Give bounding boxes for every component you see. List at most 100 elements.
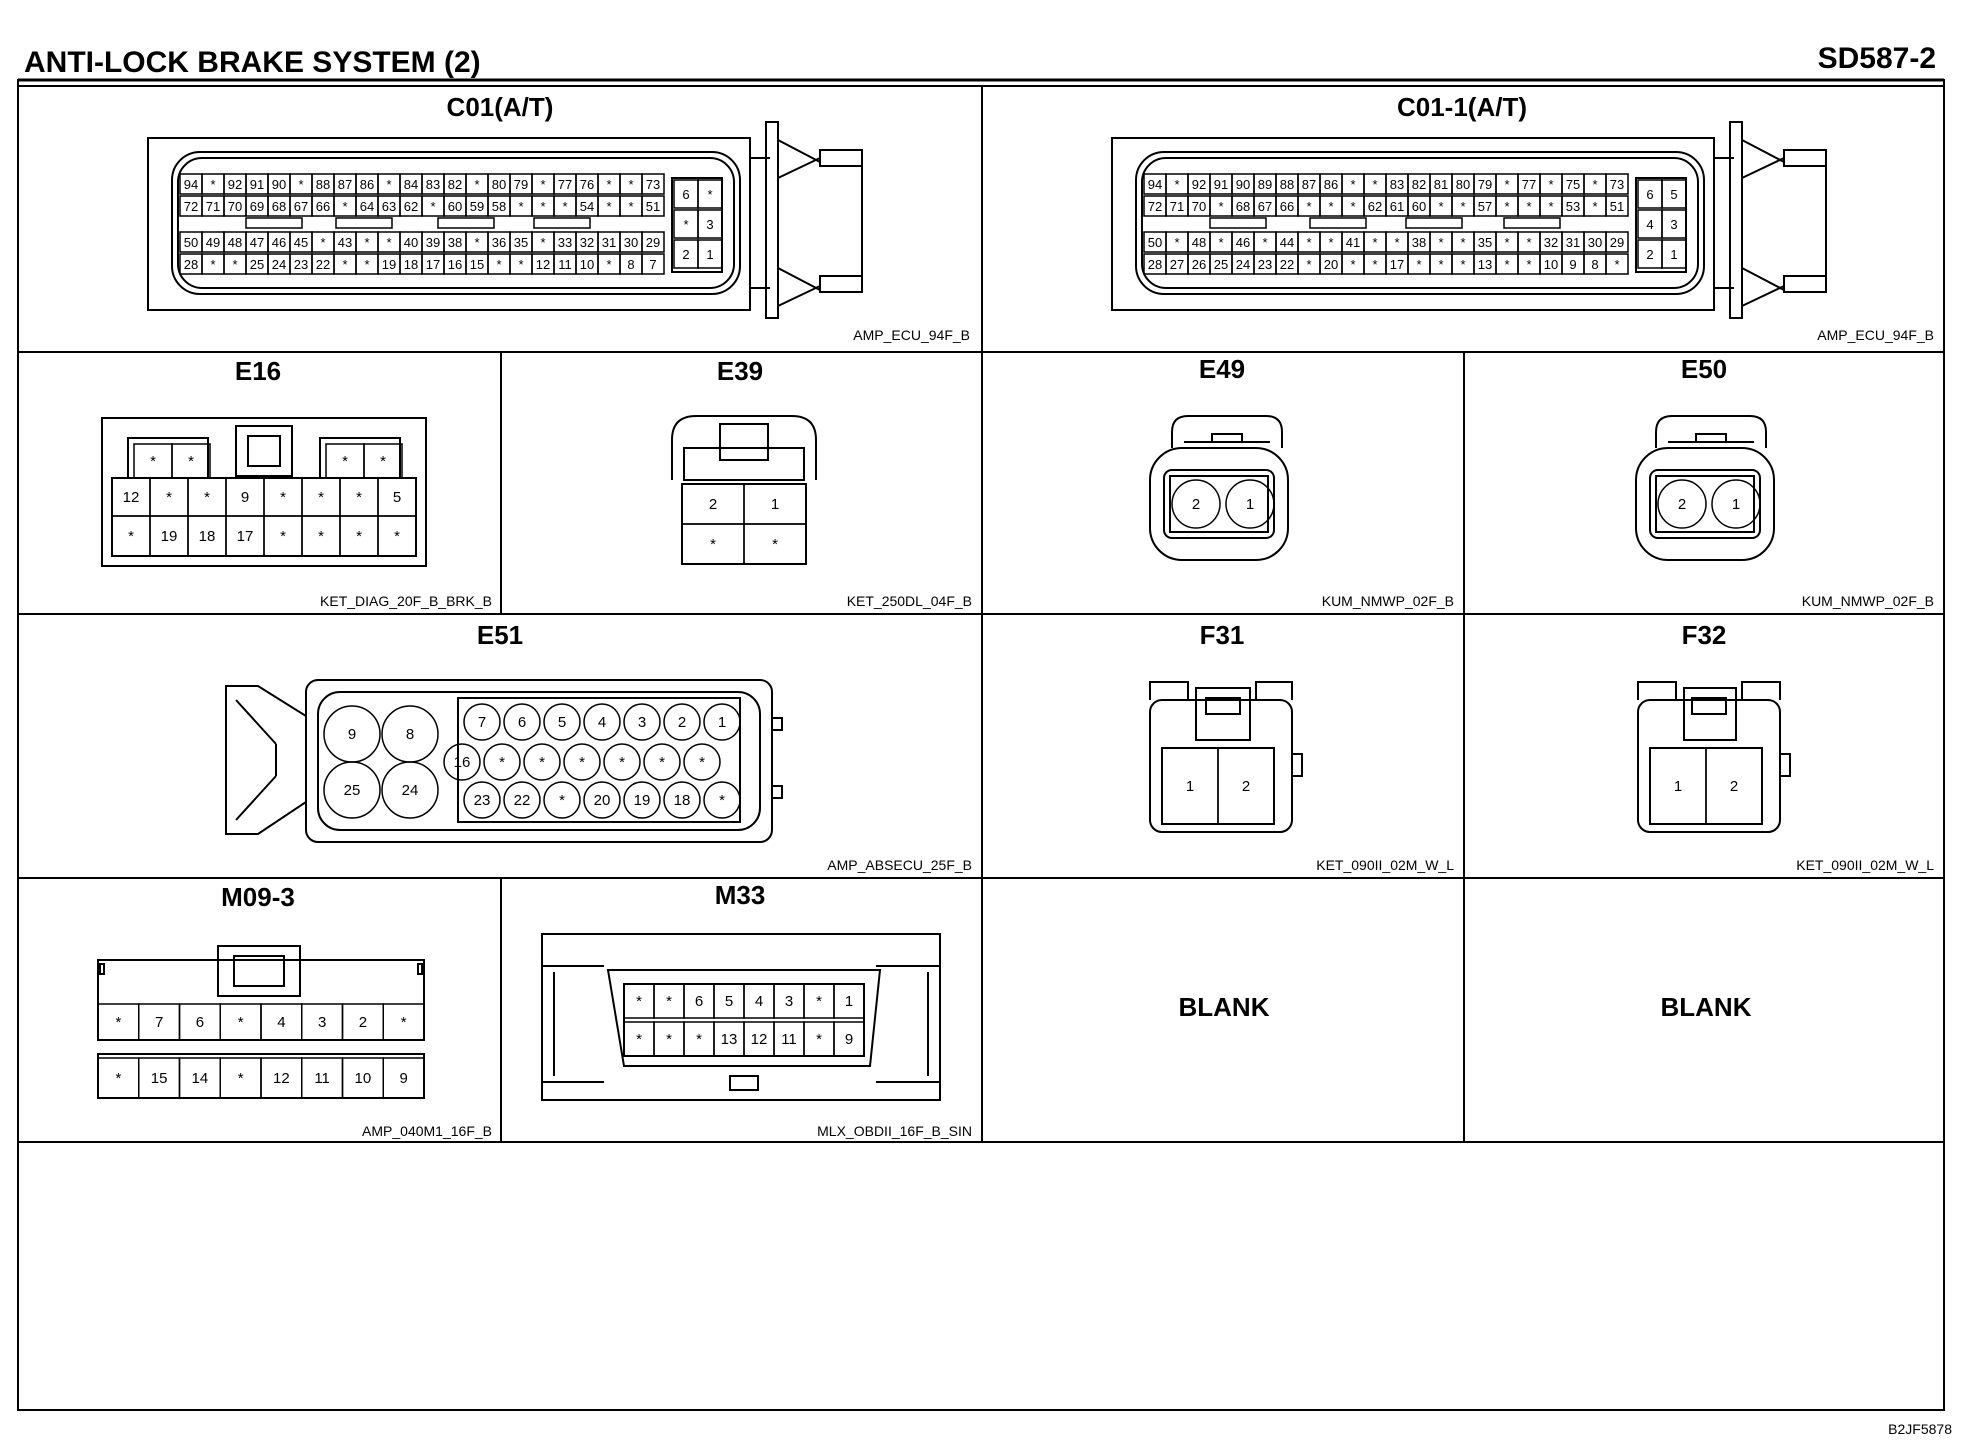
pin-label: * bbox=[559, 792, 565, 809]
pin-label: * bbox=[342, 199, 347, 214]
pin-cell bbox=[1661, 239, 1687, 269]
pin-label: * bbox=[401, 1014, 407, 1031]
pin-label: * bbox=[816, 993, 822, 1010]
pin-cell bbox=[1661, 209, 1687, 239]
pin-label: 38 bbox=[448, 235, 462, 250]
pin-label: * bbox=[496, 257, 501, 272]
blank-cell-label: BLANK bbox=[1179, 992, 1270, 1022]
pin-cell bbox=[377, 515, 417, 557]
connector-title: E49 bbox=[1199, 354, 1245, 384]
pin-label: 11 bbox=[558, 257, 572, 272]
pin-label: * bbox=[696, 1031, 702, 1048]
pin-label: 83 bbox=[1390, 177, 1404, 192]
pin-label: * bbox=[539, 754, 545, 771]
pin-cavity bbox=[463, 781, 501, 819]
key-slot bbox=[1209, 217, 1267, 229]
pin-label: * bbox=[562, 199, 567, 214]
pin-label: * bbox=[710, 536, 716, 553]
pin-label: 48 bbox=[228, 235, 242, 250]
pin-label: 50 bbox=[184, 235, 198, 250]
pin-label: 10 bbox=[580, 257, 594, 272]
pin-label: * bbox=[280, 528, 286, 545]
pin-cavity bbox=[381, 761, 439, 819]
key-slot bbox=[437, 217, 495, 229]
pin-cell bbox=[697, 209, 723, 239]
pin-label: 1 bbox=[845, 993, 853, 1010]
pin-cell bbox=[833, 1021, 865, 1057]
pin-label: * bbox=[320, 235, 325, 250]
pin-label: 2 bbox=[1242, 778, 1250, 795]
pin-label: 12 bbox=[273, 1070, 290, 1087]
connector-code: KET_DIAG_20F_B_BRK_B bbox=[320, 593, 492, 609]
pin-cell bbox=[743, 523, 807, 565]
pin-label: * bbox=[430, 199, 435, 214]
pin-label: * bbox=[606, 177, 611, 192]
pin-label: * bbox=[364, 235, 369, 250]
pin-label: * bbox=[394, 528, 400, 545]
pin-label: 8 bbox=[406, 726, 414, 743]
pin-label: 92 bbox=[1192, 177, 1206, 192]
pin-label: 4 bbox=[598, 714, 606, 731]
pin-label: 24 bbox=[1236, 257, 1250, 272]
pin-label: 11 bbox=[781, 1031, 797, 1048]
pin-label: * bbox=[666, 993, 672, 1010]
connector-title: E16 bbox=[235, 356, 281, 386]
pin-label: * bbox=[518, 199, 523, 214]
pin-label: 1 bbox=[706, 247, 713, 262]
pin-cavity bbox=[443, 743, 481, 781]
pin-label: 94 bbox=[1148, 177, 1162, 192]
pin-cavity bbox=[583, 703, 621, 741]
pin-label: * bbox=[1328, 235, 1333, 250]
pin-label: 62 bbox=[1368, 199, 1382, 214]
pin-label: 70 bbox=[228, 199, 242, 214]
pin-label: 39 bbox=[426, 235, 440, 250]
pin-label: * bbox=[1504, 199, 1509, 214]
pin-label: * bbox=[1174, 177, 1179, 192]
pin-label: 63 bbox=[382, 199, 396, 214]
pin-label: 22 bbox=[1280, 257, 1294, 272]
pin-label: 67 bbox=[1258, 199, 1272, 214]
pin-label: 26 bbox=[1192, 257, 1206, 272]
pin-label: * bbox=[386, 177, 391, 192]
pin-label: 36 bbox=[492, 235, 506, 250]
pin-label: * bbox=[1548, 177, 1553, 192]
pin-label: 3 bbox=[318, 1014, 326, 1031]
pin-label: 12 bbox=[536, 257, 550, 272]
key-slot bbox=[1405, 217, 1463, 229]
pin-label: 33 bbox=[558, 235, 572, 250]
pin-cell bbox=[1705, 747, 1763, 825]
pin-label: * bbox=[1592, 177, 1597, 192]
pin-label: * bbox=[128, 528, 134, 545]
pin-label: 87 bbox=[338, 177, 352, 192]
pin-cavity bbox=[663, 703, 701, 741]
pin-label: 13 bbox=[1478, 257, 1492, 272]
key-slot bbox=[245, 217, 303, 229]
pin-cavity bbox=[503, 781, 541, 819]
connector-code: KUM_NMWP_02F_B bbox=[1802, 593, 1934, 609]
pin-label: * bbox=[1460, 257, 1465, 272]
pin-label: 2 bbox=[359, 1014, 367, 1031]
pin-label: 9 bbox=[845, 1031, 853, 1048]
pin-cavity bbox=[623, 703, 661, 741]
pin-label: 20 bbox=[1324, 257, 1338, 272]
pin-label: 75 bbox=[1566, 177, 1580, 192]
pin-label: 1 bbox=[1732, 496, 1740, 513]
pin-label: * bbox=[318, 528, 324, 545]
pin-label: * bbox=[318, 489, 324, 506]
connector-title: M09-3 bbox=[221, 882, 295, 912]
pin-label: 2 bbox=[1678, 496, 1686, 513]
pin-label: 51 bbox=[1610, 199, 1624, 214]
pin-label: 90 bbox=[272, 177, 286, 192]
pin-label: 73 bbox=[646, 177, 660, 192]
pin-label: 23 bbox=[1258, 257, 1272, 272]
pin-label: * bbox=[1350, 257, 1355, 272]
pin-cell bbox=[641, 253, 665, 275]
pin-label: 10 bbox=[355, 1070, 372, 1087]
pin-cavity bbox=[663, 781, 701, 819]
pin-label: 58 bbox=[492, 199, 506, 214]
connector-title: F32 bbox=[1682, 620, 1727, 650]
pin-label: * bbox=[115, 1070, 121, 1087]
